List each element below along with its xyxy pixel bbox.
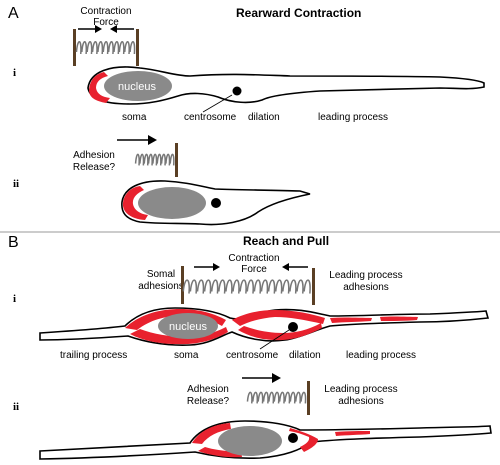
b-i-front-post (312, 268, 315, 305)
b-i-rear-post (181, 266, 184, 304)
a-i-force-label-line1: Contraction (80, 6, 131, 17)
a-i-centrosome-label: centrosome (184, 112, 237, 123)
a-i-rear-post (73, 29, 76, 66)
b-i-somal-line1: Somal (147, 269, 175, 280)
b-ii-front-post (307, 381, 310, 415)
b-i-centrosome-label: centrosome (226, 350, 279, 361)
panel-b-title: Reach and Pull (243, 234, 329, 248)
b-ii-release-line2: Release? (187, 396, 230, 407)
a-ii-release-line1: Adhesion (73, 150, 115, 161)
b-ii-lp-adh-line1: Leading process (324, 384, 397, 395)
b-i-dilation-label: dilation (289, 350, 321, 361)
a-ii-release-arrow (117, 135, 157, 145)
a-i-nucleus (104, 71, 172, 101)
b-ii-numeral: ii (13, 401, 19, 413)
b-i-soma-label: soma (174, 350, 199, 361)
b-ii-centrosome (288, 433, 298, 443)
a-i-front-post (136, 29, 139, 66)
a-i-soma-label: soma (122, 112, 147, 123)
b-i-centrosome-pointer (259, 329, 290, 350)
b-i-lp-adh-line2: adhesions (343, 282, 389, 293)
b-ii-neuron (39, 420, 492, 460)
b-ii-nucleus (218, 426, 282, 456)
a-i-contraction-arrows (78, 25, 134, 33)
a-i-force-label-line2: Force (93, 17, 119, 28)
a-i-neuron (87, 66, 485, 105)
a-i-centrosome (232, 86, 242, 96)
b-i-trailing-label: trailing process (60, 350, 127, 361)
b-i-contraction-arrows (194, 263, 308, 271)
panel-a-letter: A (8, 5, 19, 22)
b-ii-spring (246, 391, 307, 404)
b-i-nucleus-label: nucleus (169, 321, 207, 333)
a-ii-numeral: ii (13, 178, 19, 190)
panel-b-letter: B (8, 234, 19, 251)
a-ii-centrosome (211, 198, 221, 208)
a-ii-release-line2: Release? (73, 162, 116, 173)
b-i-leading-label: leading process (346, 350, 416, 361)
a-i-centrosome-pointer (202, 94, 233, 113)
a-i-nucleus-label: nucleus (118, 81, 156, 93)
a-ii-spring (134, 153, 175, 166)
a-i-spring (75, 41, 136, 55)
a-i-dilation-label: dilation (248, 112, 280, 123)
b-i-lp-adh-line1: Leading process (329, 270, 402, 281)
a-i-numeral: i (13, 67, 16, 79)
b-i-nucleus (158, 313, 218, 339)
a-ii-nucleus (138, 187, 206, 219)
b-i-spring (182, 279, 311, 294)
b-ii-lp-adh-line2: adhesions (338, 396, 384, 407)
b-ii-release-arrow (242, 373, 281, 383)
a-ii-neuron (121, 180, 311, 226)
b-i-numeral: i (13, 293, 16, 305)
b-ii-release-line1: Adhesion (187, 384, 229, 395)
a-i-leading-label: leading process (318, 112, 388, 123)
b-i-somal-line2: adhesions (138, 281, 184, 292)
b-i-neuron (39, 307, 490, 346)
b-i-force-label-line2: Force (241, 264, 267, 275)
b-i-centrosome (288, 322, 298, 332)
b-i-force-label-line1: Contraction (228, 253, 279, 264)
a-ii-front-post (175, 143, 178, 177)
panel-a-title: Rearward Contraction (236, 6, 361, 20)
